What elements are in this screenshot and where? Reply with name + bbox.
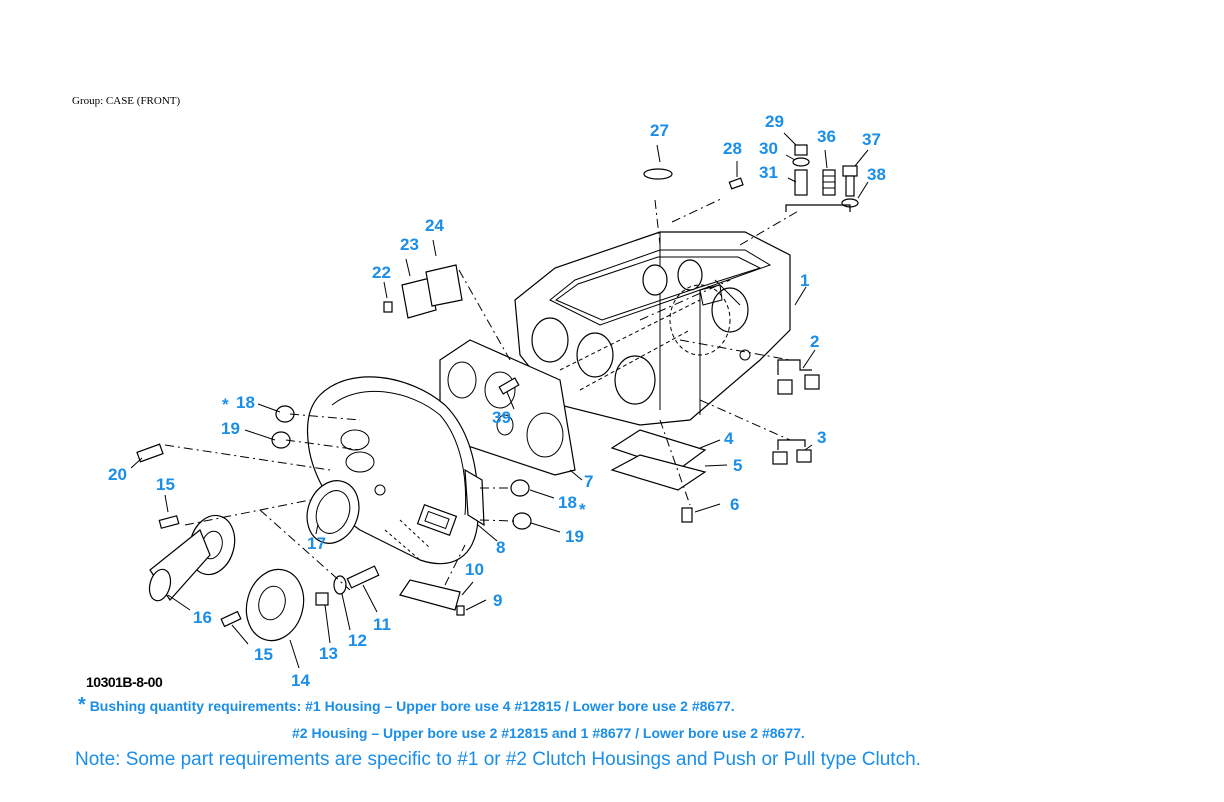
callout-20: 20 xyxy=(108,465,127,484)
callout-labels: 1 2 3 4 5 6 7 8 9 10 11 12 13 14 15 15 1… xyxy=(108,112,886,690)
callout-19-right: 19 xyxy=(565,527,584,546)
callout-8: 8 xyxy=(496,538,505,557)
callout-31: 31 xyxy=(759,163,778,182)
bushing-note-line1: * Bushing quantity requirements: #1 Hous… xyxy=(78,694,735,721)
callout-14: 14 xyxy=(291,671,310,690)
callout-17: 17 xyxy=(307,534,326,553)
callout-37: 37 xyxy=(862,130,881,149)
callout-19-left: 19 xyxy=(221,419,240,438)
callout-16: 16 xyxy=(193,608,212,627)
callout-38: 38 xyxy=(867,165,886,184)
callout-6: 6 xyxy=(730,495,739,514)
bushing-note-line2: #2 Housing – Upper bore use 2 #12815 and… xyxy=(292,725,805,741)
callout-18-right: 18 xyxy=(558,493,577,512)
asterisk-18-left: * xyxy=(222,395,229,414)
callout-2: 2 xyxy=(810,332,819,351)
callout-23: 23 xyxy=(400,235,419,254)
bearing-retainer-tube xyxy=(148,514,236,602)
callout-9: 9 xyxy=(493,591,502,610)
asterisk-18-right: * xyxy=(579,500,586,519)
callout-22: 22 xyxy=(372,263,391,282)
callout-15-right: 15 xyxy=(254,645,273,664)
callout-27: 27 xyxy=(650,121,669,140)
general-note: Note: Some part requirements are specifi… xyxy=(75,749,921,770)
callout-28: 28 xyxy=(723,139,742,158)
transmission-case xyxy=(514,231,791,426)
cover-plate xyxy=(245,568,305,642)
callout-1: 1 xyxy=(800,271,809,290)
leader-lines xyxy=(130,132,869,669)
callout-39: 39 xyxy=(492,408,511,427)
callout-4: 4 xyxy=(724,429,734,448)
callout-12: 12 xyxy=(348,631,367,650)
callout-24: 24 xyxy=(425,216,444,235)
note-asterisk: * xyxy=(78,694,86,716)
callout-10: 10 xyxy=(465,560,484,579)
seal-ring xyxy=(306,480,360,544)
callout-15-left: 15 xyxy=(156,475,175,494)
figure-id: 10301B-8-00 xyxy=(86,674,163,690)
callout-29: 29 xyxy=(765,112,784,131)
callout-18-left: 18 xyxy=(236,393,255,412)
bushing-note-text1: Bushing quantity requirements: #1 Housin… xyxy=(89,698,735,714)
group-label: Group: CASE (FRONT) xyxy=(72,95,181,107)
callout-36: 36 xyxy=(817,127,836,146)
callout-5: 5 xyxy=(733,456,742,475)
callout-11: 11 xyxy=(373,615,391,634)
callout-30: 30 xyxy=(759,139,778,158)
callout-7: 7 xyxy=(584,472,593,491)
callout-3: 3 xyxy=(817,428,826,447)
callout-13: 13 xyxy=(319,644,338,663)
